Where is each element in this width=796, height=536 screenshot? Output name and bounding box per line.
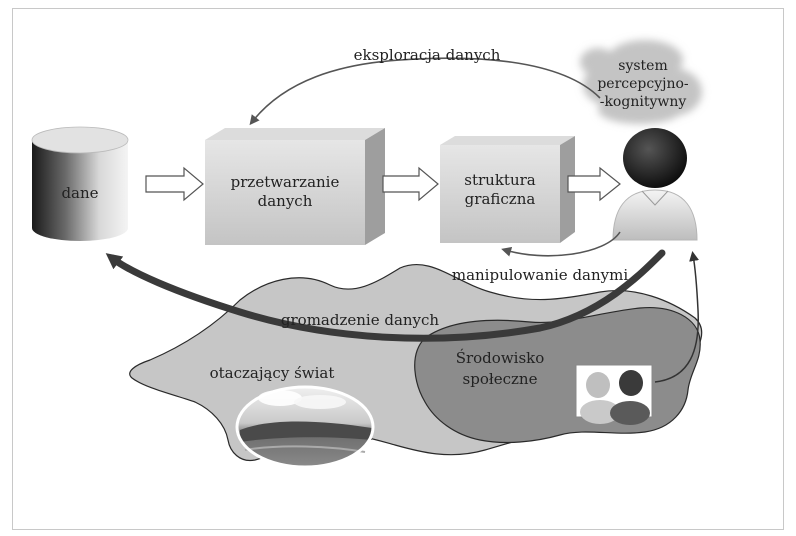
node-label-graphic-1: struktura: [464, 171, 536, 189]
gathering-arrow: [105, 249, 666, 342]
manipulation-arrow: [501, 231, 621, 257]
thought-cloud: [580, 40, 702, 124]
node-label-system-1: system: [618, 58, 667, 74]
exploration-arrow: [249, 57, 601, 126]
node-label-social-1: Środowisko: [456, 349, 545, 367]
landscape-photo: [235, 385, 375, 469]
social-to-user-arrow: [654, 251, 699, 383]
social-environment-region: [414, 306, 701, 444]
database-cylinder: [31, 126, 129, 241]
edge-label-manipulation: manipulowanie danymi: [452, 266, 629, 284]
node-label-world: otaczający świat: [210, 364, 335, 382]
processing-box: [205, 128, 385, 245]
node-label-processing-1: przetwarzanie: [231, 173, 340, 191]
edge-label-gathering: gromadzenie danych: [281, 311, 440, 329]
social-people-icon: [575, 364, 653, 425]
node-label-processing-2: danych: [258, 192, 313, 210]
edge-label-exploration: eksploracja danych: [354, 46, 501, 64]
user-avatar: [612, 128, 698, 241]
node-label-data: dane: [61, 184, 98, 202]
arrow-processing-to-graphic: [382, 166, 439, 202]
node-label-system-2: percepcyjno-: [597, 76, 689, 92]
node-label-social-2: społeczne: [463, 370, 538, 388]
arrow-graphic-to-user: [567, 166, 621, 202]
node-label-system-3: -kognitywny: [600, 94, 687, 110]
node-label-graphic-2: graficzna: [465, 190, 536, 208]
arrow-data-to-processing: [145, 166, 204, 202]
